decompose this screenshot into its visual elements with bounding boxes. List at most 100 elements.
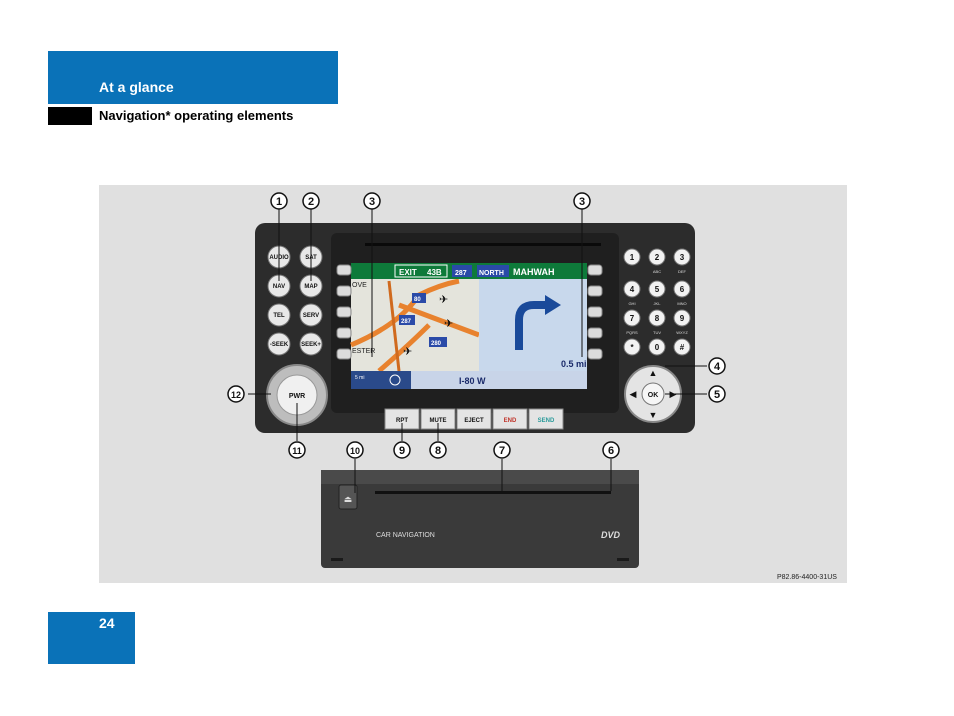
callout-8 (429, 441, 447, 459)
nav-display: EXIT 43B 287 NORTH MAHWAH OVE ESTER 80 2… (350, 263, 587, 389)
callout-2-number: 2 (308, 196, 314, 208)
car-navigation-label: CAR NAVIGATION (376, 532, 435, 539)
key-8[interactable]: 8 (655, 314, 660, 323)
key-5-letters: JKL (654, 301, 662, 306)
callout-3-left (363, 192, 381, 210)
right-soft-keys[interactable] (587, 264, 603, 360)
map-label-bottom: ESTER (352, 348, 375, 355)
tel-button[interactable]: TEL (273, 313, 285, 319)
callout-6 (602, 441, 620, 459)
interstate-3: 280 (431, 341, 442, 347)
arrow-up-icon[interactable]: ▲ (649, 368, 658, 378)
end-button[interactable]: END (504, 418, 517, 424)
callout-8-number: 8 (435, 445, 441, 457)
key-9[interactable]: 9 (680, 314, 685, 323)
destination-label: MAHWAH (513, 267, 555, 277)
callout-6-number: 6 (608, 445, 614, 457)
callout-9 (393, 441, 411, 459)
callout-7-number: 7 (499, 445, 505, 457)
map-label-top: OVE (352, 282, 367, 289)
arrow-left-icon[interactable]: ◀ (630, 389, 637, 399)
key-7-letters: PQRS (626, 330, 638, 335)
key-0[interactable]: 0 (655, 343, 660, 352)
key-5[interactable]: 5 (655, 285, 660, 294)
callout-3-left-number: 3 (369, 196, 375, 208)
left-soft-keys[interactable] (336, 264, 352, 360)
page-number: 24 (99, 615, 115, 631)
callout-12-number: 12 (231, 390, 241, 400)
exit-number: 43B (427, 268, 442, 277)
key-6[interactable]: 6 (680, 285, 685, 294)
ok-button[interactable] (641, 382, 665, 406)
callout-2 (302, 192, 320, 210)
bottom-button-row[interactable]: RPT MUTE EJECT END SEND (384, 408, 564, 430)
distance-label: 0.5 mi (561, 359, 587, 369)
rpt-button[interactable]: RPT (396, 418, 408, 424)
seek-down-button[interactable]: -SEEK (270, 342, 289, 348)
navigation-unit-illustration: EXIT 43B 287 NORTH MAHWAH OVE ESTER 80 2… (227, 192, 837, 581)
figure-reference-code: P82.86-4400-31US (777, 574, 837, 581)
key-3-letters: DEF (678, 269, 687, 274)
callout-10-number: 10 (350, 446, 360, 456)
seek-up-button[interactable]: SEEK+ (301, 342, 321, 348)
key-hash[interactable]: # (680, 343, 685, 352)
callout-12 (227, 385, 245, 403)
navigation-unit-figure: EXIT 43B 287 NORTH MAHWAH OVE ESTER 80 2… (99, 185, 847, 583)
pwr-label: PWR (289, 393, 305, 400)
key-2[interactable]: 2 (655, 253, 660, 262)
callout-markers (248, 209, 707, 493)
airplane-icon: ✈ (444, 318, 453, 330)
callout-1 (270, 192, 288, 210)
callout-5-number: 5 (714, 389, 720, 401)
send-button[interactable]: SEND (538, 418, 555, 424)
dvd-logo: DVD (601, 530, 621, 540)
map-button[interactable]: MAP (304, 284, 317, 290)
key-4-letters: GHI (628, 301, 635, 306)
airplane-icon: ✈ (403, 346, 412, 358)
header-blue-bar (48, 51, 338, 104)
page-number-box (48, 612, 135, 664)
key-9-letters: WXYZ (676, 330, 688, 335)
interstate-1: 80 (414, 297, 421, 303)
callout-4 (708, 357, 726, 375)
section-title: At a glance (99, 79, 174, 95)
interstate-2: 287 (401, 319, 412, 325)
subsection-title: Navigation* operating elements (99, 108, 294, 123)
direction-label: NORTH (479, 270, 504, 277)
callout-5 (708, 385, 726, 403)
dvd-eject-button[interactable] (338, 484, 358, 510)
map-scale: 5 mi (355, 375, 364, 381)
callout-11-number: 11 (292, 446, 302, 456)
exit-label: EXIT (399, 268, 417, 277)
key-7[interactable]: 7 (630, 314, 635, 323)
eject-button[interactable]: EJECT (464, 418, 484, 424)
turn-view (479, 279, 587, 371)
key-3[interactable]: 3 (680, 253, 685, 262)
callout-4-number: 4 (714, 361, 721, 373)
cd-slot-top (365, 243, 601, 246)
key-1[interactable]: 1 (630, 253, 635, 262)
key-8-letters: TUV (653, 330, 661, 335)
arrow-down-icon[interactable]: ▼ (649, 410, 658, 420)
callout-10 (346, 441, 364, 459)
key-4[interactable]: 4 (630, 285, 635, 294)
key-2-letters: ABC (653, 269, 661, 274)
ok-label: OK (648, 392, 659, 399)
keypad-letters: ABC DEF GHI JKL MNO PQRS TUV WXYZ (626, 269, 688, 335)
eject-icon: ⏏ (344, 494, 353, 504)
callout-3-right-number: 3 (579, 196, 585, 208)
key-star[interactable]: * (630, 343, 634, 352)
callout-1-number: 1 (276, 196, 282, 208)
dvd-drive-unit (321, 470, 639, 568)
callout-9-number: 9 (399, 445, 405, 457)
nav-button[interactable]: NAV (273, 284, 285, 290)
dvd-slot (375, 491, 611, 494)
airplane-icon: ✈ (439, 294, 448, 306)
serv-button[interactable]: SERV (303, 313, 319, 319)
telephone-keypad[interactable]: 1 2 3 4 5 6 7 8 9 * 0 # (623, 248, 691, 356)
callout-11 (288, 441, 306, 459)
mute-button[interactable]: MUTE (430, 418, 447, 424)
key-6-letters: MNO (677, 301, 686, 306)
callout-3-right (573, 192, 591, 210)
header-black-marker (48, 107, 92, 125)
